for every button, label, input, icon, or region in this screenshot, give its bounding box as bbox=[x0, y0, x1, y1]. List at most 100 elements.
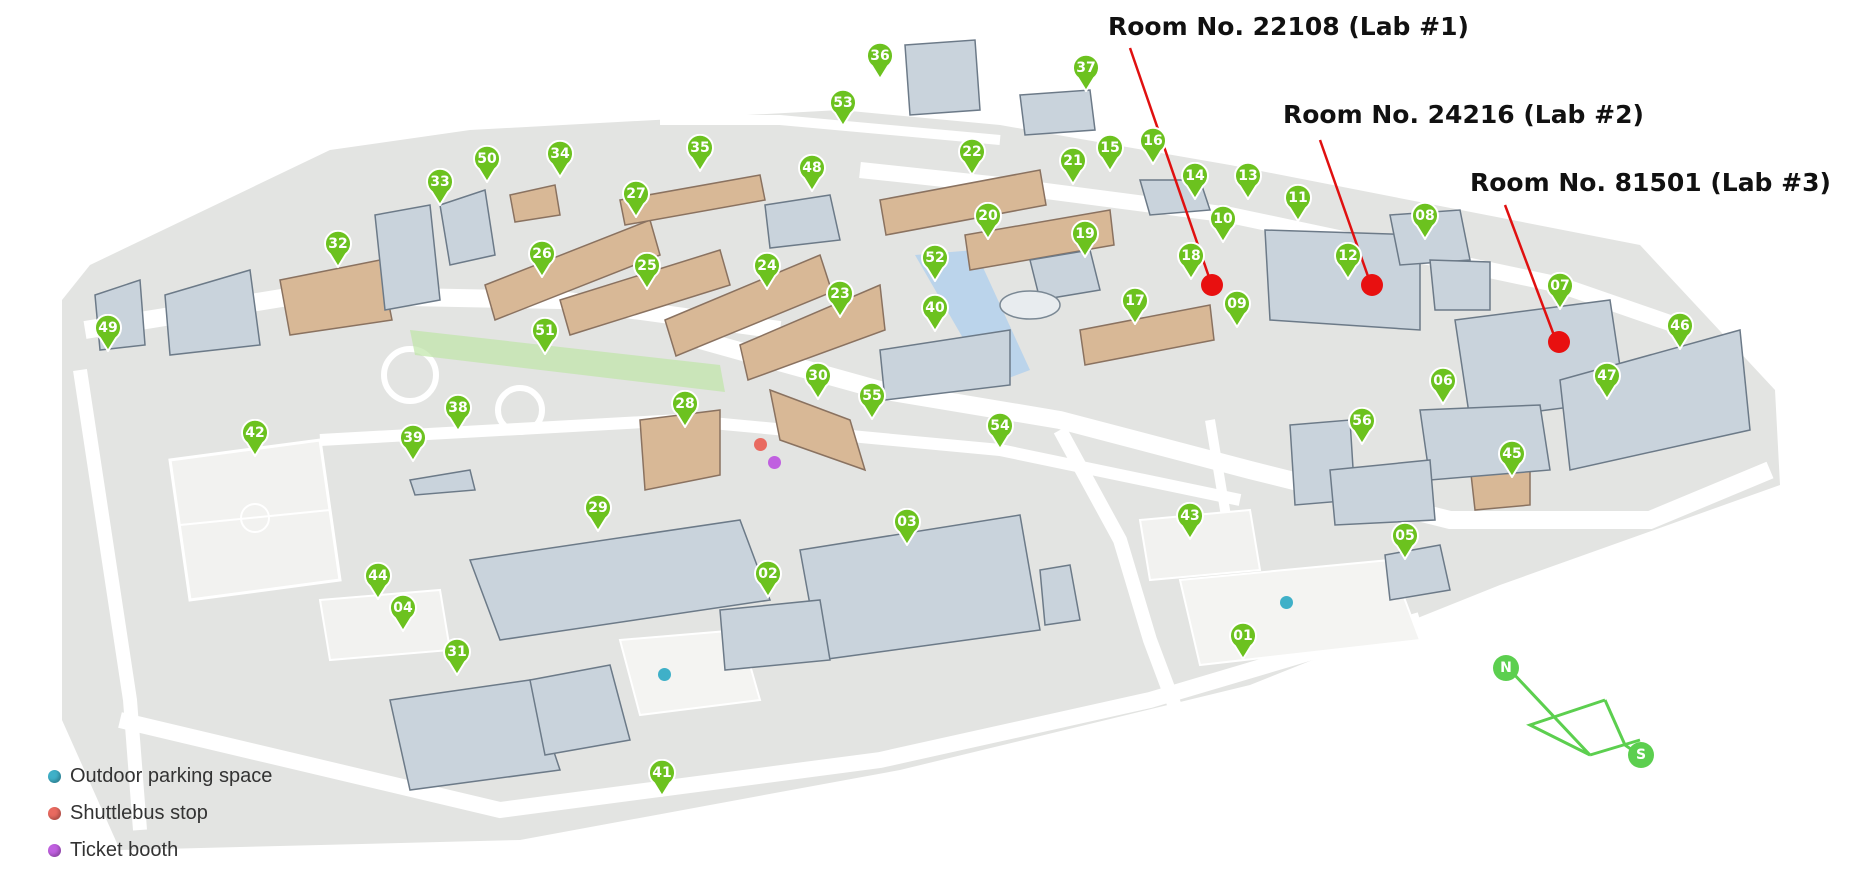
building-pin-37[interactable]: 37 bbox=[1071, 54, 1101, 92]
building-pin-20[interactable]: 20 bbox=[973, 202, 1003, 240]
building-pin-label: 36 bbox=[870, 48, 890, 64]
building-pin-label: 17 bbox=[1125, 293, 1145, 309]
building-pin-label: 33 bbox=[430, 174, 450, 190]
building-pin-15[interactable]: 15 bbox=[1095, 134, 1125, 172]
building-pin-28[interactable]: 28 bbox=[670, 390, 700, 428]
building-pin-23[interactable]: 23 bbox=[825, 280, 855, 318]
building-pin-label: 43 bbox=[1180, 508, 1200, 524]
building-pin-16[interactable]: 16 bbox=[1138, 127, 1168, 165]
building-pin-label: 26 bbox=[532, 246, 552, 262]
building-pin-48[interactable]: 48 bbox=[797, 154, 827, 192]
callout-lab1-label: Room No. 22108 (Lab #1) bbox=[1108, 12, 1469, 41]
building-pin-22[interactable]: 22 bbox=[957, 138, 987, 176]
building-pin-label: 13 bbox=[1238, 168, 1258, 184]
ticket-booth-marker[interactable] bbox=[768, 456, 781, 469]
building-pin-50[interactable]: 50 bbox=[472, 145, 502, 183]
lab1-marker[interactable] bbox=[1201, 274, 1223, 296]
building-pin-01[interactable]: 01 bbox=[1228, 622, 1258, 660]
building-pin-label: 23 bbox=[830, 286, 850, 302]
building-pin-label: 27 bbox=[626, 186, 646, 202]
building-pin-label: 38 bbox=[448, 400, 468, 416]
building-pin-label: 34 bbox=[550, 146, 570, 162]
building-pin-43[interactable]: 43 bbox=[1175, 502, 1205, 540]
parking-icon bbox=[48, 770, 61, 783]
building-pin-54[interactable]: 54 bbox=[985, 412, 1015, 450]
shuttle-stop-icon bbox=[48, 807, 61, 820]
building-pin-36[interactable]: 36 bbox=[865, 42, 895, 80]
building-pin-05[interactable]: 05 bbox=[1390, 522, 1420, 560]
building-pin-label: 45 bbox=[1502, 446, 1522, 462]
building-pin-53[interactable]: 53 bbox=[828, 89, 858, 127]
building-pin-55[interactable]: 55 bbox=[857, 382, 887, 420]
building-pin-49[interactable]: 49 bbox=[93, 314, 123, 352]
callout-line-lab1 bbox=[1128, 47, 1212, 281]
building-pin-27[interactable]: 27 bbox=[621, 180, 651, 218]
building-pin-45[interactable]: 45 bbox=[1497, 440, 1527, 478]
legend-label-shuttle: Shuttlebus stop bbox=[70, 802, 208, 824]
building-pin-33[interactable]: 33 bbox=[425, 168, 455, 206]
building-pin-35[interactable]: 35 bbox=[685, 134, 715, 172]
building-pin-09[interactable]: 09 bbox=[1222, 290, 1252, 328]
building-pin-32[interactable]: 32 bbox=[323, 230, 353, 268]
building-pin-47[interactable]: 47 bbox=[1592, 362, 1622, 400]
ticket-booth-icon bbox=[48, 844, 61, 857]
building-pin-14[interactable]: 14 bbox=[1180, 162, 1210, 200]
building-pin-label: 11 bbox=[1288, 190, 1308, 206]
building-pin-label: 18 bbox=[1181, 248, 1201, 264]
building-pin-label: 50 bbox=[477, 151, 497, 167]
building-pin-label: 30 bbox=[808, 368, 828, 384]
lab2-marker[interactable] bbox=[1361, 274, 1383, 296]
building-pin-label: 29 bbox=[588, 500, 608, 516]
building-pin-17[interactable]: 17 bbox=[1120, 287, 1150, 325]
parking-marker[interactable] bbox=[658, 668, 671, 681]
building-pin-13[interactable]: 13 bbox=[1233, 162, 1263, 200]
building-pin-39[interactable]: 39 bbox=[398, 424, 428, 462]
building-pin-51[interactable]: 51 bbox=[530, 317, 560, 355]
lab3-marker[interactable] bbox=[1548, 331, 1570, 353]
building-pin-25[interactable]: 25 bbox=[632, 252, 662, 290]
building-pin-label: 35 bbox=[690, 140, 710, 156]
legend-label-parking: Outdoor parking space bbox=[70, 765, 273, 787]
building-pin-26[interactable]: 26 bbox=[527, 240, 557, 278]
building-pin-46[interactable]: 46 bbox=[1665, 312, 1695, 350]
building-pin-11[interactable]: 11 bbox=[1283, 184, 1313, 222]
building-pin-03[interactable]: 03 bbox=[892, 508, 922, 546]
building-pin-07[interactable]: 07 bbox=[1545, 272, 1575, 310]
building-pin-10[interactable]: 10 bbox=[1208, 205, 1238, 243]
building-pin-56[interactable]: 56 bbox=[1347, 407, 1377, 445]
building-pin-04[interactable]: 04 bbox=[388, 594, 418, 632]
building-pin-06[interactable]: 06 bbox=[1428, 367, 1458, 405]
building-pin-31[interactable]: 31 bbox=[442, 638, 472, 676]
building-pin-label: 20 bbox=[978, 208, 998, 224]
compass-south: S bbox=[1628, 742, 1654, 768]
building-pin-42[interactable]: 42 bbox=[240, 419, 270, 457]
building-pin-label: 03 bbox=[897, 514, 917, 530]
building-pin-02[interactable]: 02 bbox=[753, 560, 783, 598]
legend-label-ticket: Ticket booth bbox=[70, 839, 179, 861]
building-pin-44[interactable]: 44 bbox=[363, 562, 393, 600]
building-pin-40[interactable]: 40 bbox=[920, 294, 950, 332]
building-pin-41[interactable]: 41 bbox=[647, 759, 677, 797]
building-pin-label: 19 bbox=[1075, 226, 1095, 242]
legend-item-ticket: Ticket booth bbox=[48, 839, 178, 862]
building-pin-21[interactable]: 21 bbox=[1058, 147, 1088, 185]
building-pin-29[interactable]: 29 bbox=[583, 494, 613, 532]
building-pin-12[interactable]: 12 bbox=[1333, 242, 1363, 280]
building-pin-19[interactable]: 19 bbox=[1070, 220, 1100, 258]
building-pin-30[interactable]: 30 bbox=[803, 362, 833, 400]
building-pin-label: 08 bbox=[1415, 208, 1435, 224]
shuttle-stop-marker[interactable] bbox=[754, 438, 767, 451]
building-pin-label: 39 bbox=[403, 430, 423, 446]
building-pin-label: 40 bbox=[925, 300, 945, 316]
building-pin-label: 42 bbox=[245, 425, 265, 441]
parking-marker[interactable] bbox=[1280, 596, 1293, 609]
building-pin-34[interactable]: 34 bbox=[545, 140, 575, 178]
building-pin-08[interactable]: 08 bbox=[1410, 202, 1440, 240]
building-pin-24[interactable]: 24 bbox=[752, 252, 782, 290]
building-pin-label: 49 bbox=[98, 320, 118, 336]
building-pin-52[interactable]: 52 bbox=[920, 244, 950, 282]
building-pin-38[interactable]: 38 bbox=[443, 394, 473, 432]
building-pin-18[interactable]: 18 bbox=[1176, 242, 1206, 280]
